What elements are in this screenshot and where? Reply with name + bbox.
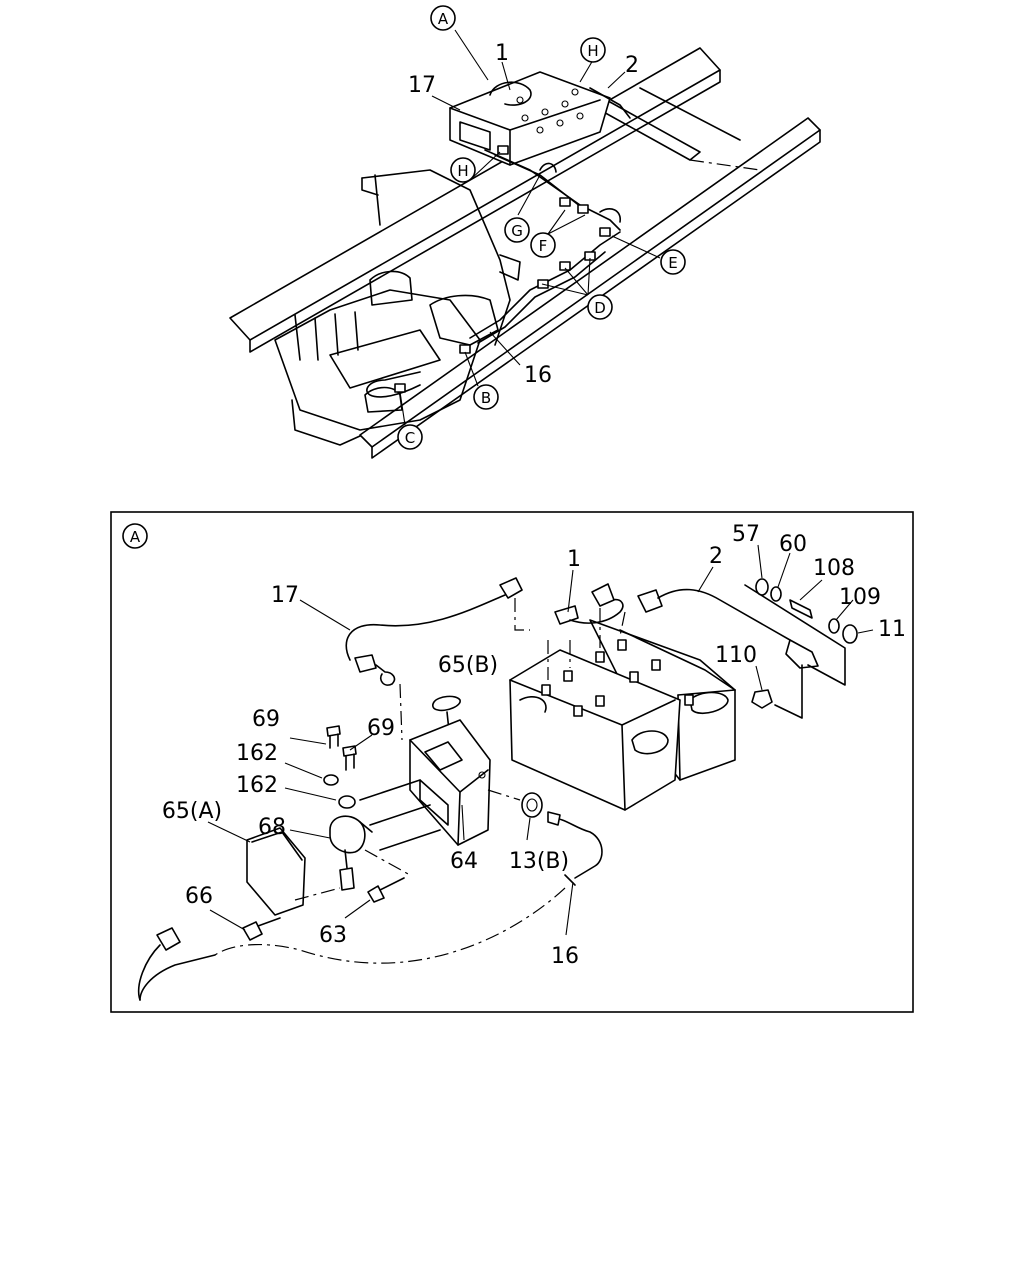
overview-label-1: 1 <box>495 41 509 66</box>
callout-g: G <box>504 217 530 243</box>
detail-part-labels: 57 60 108 109 11 1 2 17 110 65(B) 69 69 … <box>162 522 906 969</box>
callout-a: A <box>430 5 456 31</box>
grommet-13b-cable-16 <box>138 789 603 1001</box>
label-65b: 65(B) <box>438 653 498 678</box>
label-2: 2 <box>709 544 723 569</box>
label-66: 66 <box>185 884 213 909</box>
detail-leaders <box>207 544 874 936</box>
overview-callouts: A H H G F E D <box>397 5 686 450</box>
detail-tag-a: A <box>122 523 148 549</box>
cable-1 <box>547 583 624 680</box>
svg-text:G: G <box>511 222 523 240</box>
label-64: 64 <box>450 849 478 874</box>
callout-h-top: H <box>580 37 606 63</box>
svg-text:H: H <box>587 42 598 60</box>
label-69a: 69 <box>252 707 280 732</box>
svg-text:D: D <box>594 299 606 317</box>
label-63: 63 <box>319 923 347 948</box>
callout-c: C <box>397 424 423 450</box>
relay-68 <box>329 815 411 891</box>
svg-text:E: E <box>668 254 677 272</box>
label-109: 109 <box>839 585 881 610</box>
svg-text:C: C <box>405 429 415 447</box>
label-69b: 69 <box>367 716 395 741</box>
label-162b: 162 <box>236 773 278 798</box>
label-11: 11 <box>878 617 906 642</box>
label-60: 60 <box>779 532 807 557</box>
overview-label-17: 17 <box>408 73 436 98</box>
callout-f: F <box>530 232 556 258</box>
overview-label-2: 2 <box>625 53 639 78</box>
engine <box>274 270 499 446</box>
overview-part-labels: 1 2 17 16 <box>408 41 639 388</box>
callout-b: B <box>473 384 499 410</box>
harness-overview <box>366 145 621 398</box>
label-162a: 162 <box>236 741 278 766</box>
overview-label-16: 16 <box>524 363 552 388</box>
frame-rails <box>229 47 821 459</box>
svg-text:A: A <box>438 10 449 28</box>
label-108: 108 <box>813 556 855 581</box>
cover-plate-65a <box>246 827 341 916</box>
label-65a: 65(A) <box>162 799 222 824</box>
detail-frame <box>110 511 914 1013</box>
svg-text:F: F <box>539 237 548 255</box>
label-17: 17 <box>271 583 299 608</box>
label-68: 68 <box>258 815 286 840</box>
svg-text:A: A <box>130 528 141 546</box>
callout-e: E <box>660 249 686 275</box>
label-57: 57 <box>732 522 760 547</box>
batteries <box>509 619 736 811</box>
label-13b: 13(B) <box>509 849 569 874</box>
svg-text:B: B <box>481 389 491 407</box>
bolts-69-washers-162 <box>323 725 357 809</box>
cable-17 <box>345 577 530 741</box>
screws-63-66 <box>242 877 405 941</box>
cable-2 <box>619 588 819 669</box>
relay-box-64 <box>359 719 491 851</box>
battery-box-overview <box>449 71 631 166</box>
fastener-stack <box>744 578 858 719</box>
label-1: 1 <box>567 547 581 572</box>
svg-text:H: H <box>457 162 468 180</box>
callout-h-mid: H <box>450 157 476 183</box>
label-110: 110 <box>715 643 757 668</box>
overview-leaders <box>399 29 661 426</box>
detail-panel-a: A <box>110 511 914 1013</box>
label-16: 16 <box>551 944 579 969</box>
chassis-overview: A H H G F E D <box>229 5 821 459</box>
callout-d: D <box>587 294 613 320</box>
